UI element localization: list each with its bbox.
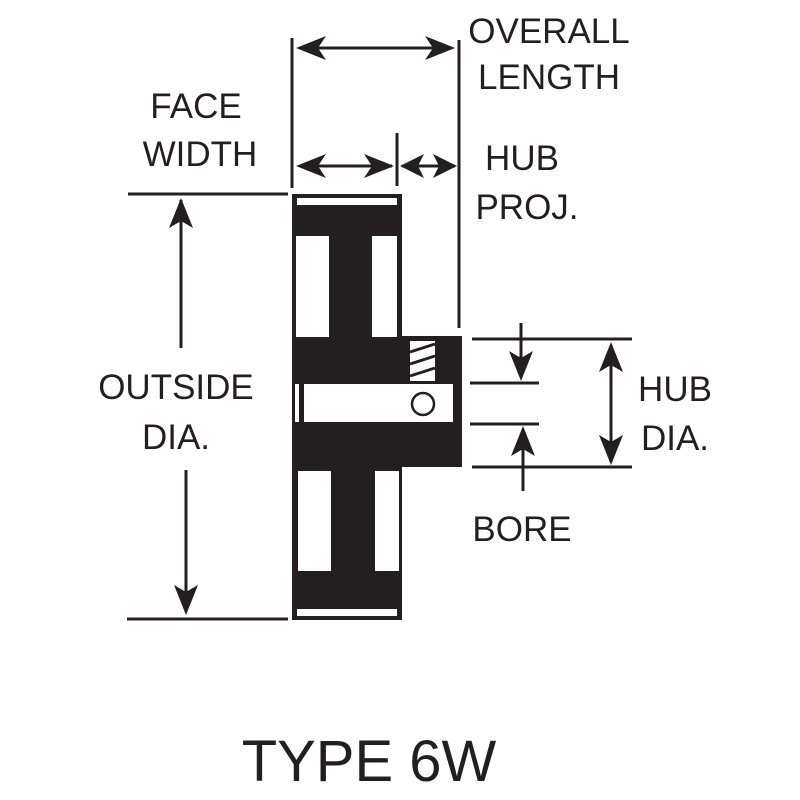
arrow-right-icon [425,36,455,60]
arrow-right-icon [364,154,394,178]
lower-left-window [298,471,331,571]
outside-dia-label-line2: DIA. [142,418,210,457]
hub-proj-label-line1: HUB [485,139,559,178]
arrow-up-icon [511,426,535,456]
overall-length-label-line1: OVERALL [468,12,629,51]
arrow-up-icon [599,342,623,372]
hub-dia-label-line1: HUB [638,370,712,409]
outside-dia-label-line1: OUTSIDE [98,368,254,407]
arrow-left-icon [296,36,326,60]
arrow-down-icon [509,351,533,381]
hub-dia-label-line2: DIA. [641,419,709,458]
bottom-rim-strip [297,609,397,616]
arrow-up-icon [169,198,193,228]
pulley-body [292,194,462,620]
face-width-label-line1: FACE [150,87,241,126]
arrow-down-icon [174,585,198,615]
arrow-left-icon [400,154,424,178]
face-width-label-line2: WIDTH [143,135,258,174]
extension-lines [127,38,632,621]
top-rim-strip [297,198,397,205]
bore-edge-slit [295,384,299,422]
hub-proj-label-line2: PROJ. [475,188,578,227]
upper-right-window [372,236,397,337]
lower-right-window [375,471,399,571]
arrow-down-icon [599,435,623,465]
set-screw-icon [410,391,436,417]
arrow-right-icon [433,154,457,178]
overall-length-label-line2: LENGTH [478,58,620,97]
diagram-title: TYPE 6W [242,729,497,794]
dimension-arrows [169,36,623,615]
bore-label: BORE [472,510,571,549]
arrow-left-icon [296,154,326,178]
upper-left-window [296,236,329,337]
set-screw-threads [409,342,436,378]
